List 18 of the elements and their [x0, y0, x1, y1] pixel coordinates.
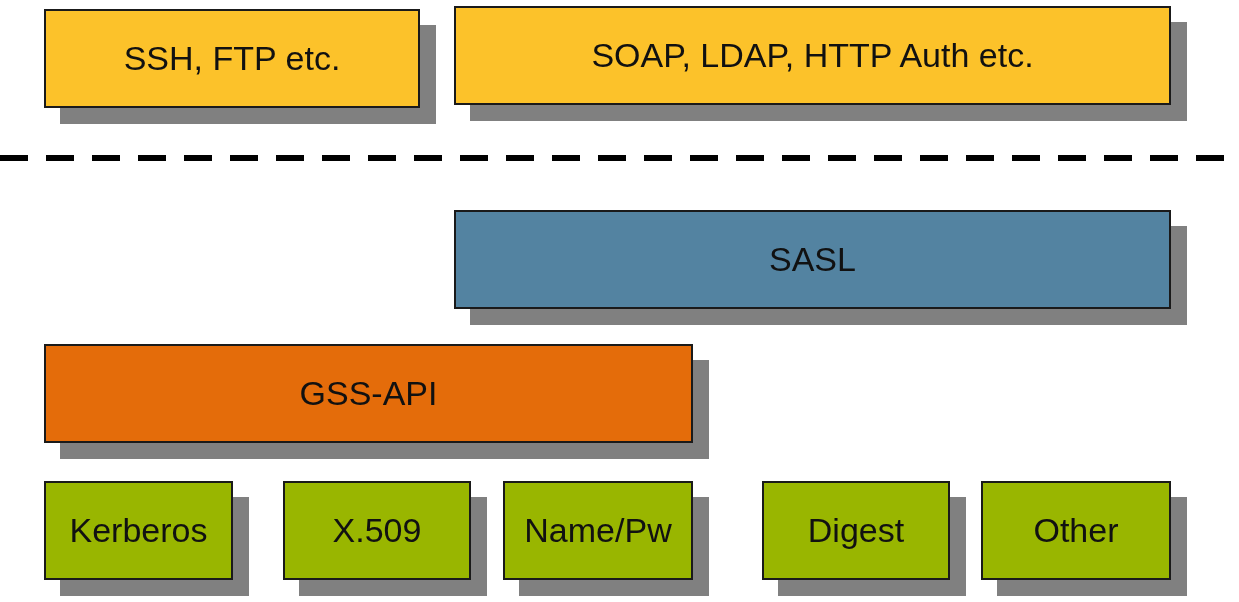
- mechanism-box: [762, 481, 950, 580]
- box-label: X.509: [331, 510, 423, 552]
- box-label: SOAP, LDAP, HTTP Auth etc.: [590, 35, 1035, 77]
- box-label: SASL: [768, 239, 857, 281]
- box-label: SSH, FTP etc.: [122, 38, 342, 80]
- mechanism-box: [981, 481, 1171, 580]
- box-label: Other: [1032, 510, 1120, 552]
- mechanism-box: [44, 481, 233, 580]
- mechanism-box: [503, 481, 693, 580]
- protocol-box: [44, 9, 420, 108]
- box-label: Kerberos: [68, 510, 209, 552]
- box-label: GSS-API: [298, 373, 439, 415]
- layer-box: [454, 210, 1171, 309]
- box-label: Name/Pw: [523, 510, 673, 552]
- layer-box: [44, 344, 693, 443]
- protocol-box: [454, 6, 1171, 105]
- box-label: Digest: [806, 510, 906, 552]
- mechanism-box: [283, 481, 471, 580]
